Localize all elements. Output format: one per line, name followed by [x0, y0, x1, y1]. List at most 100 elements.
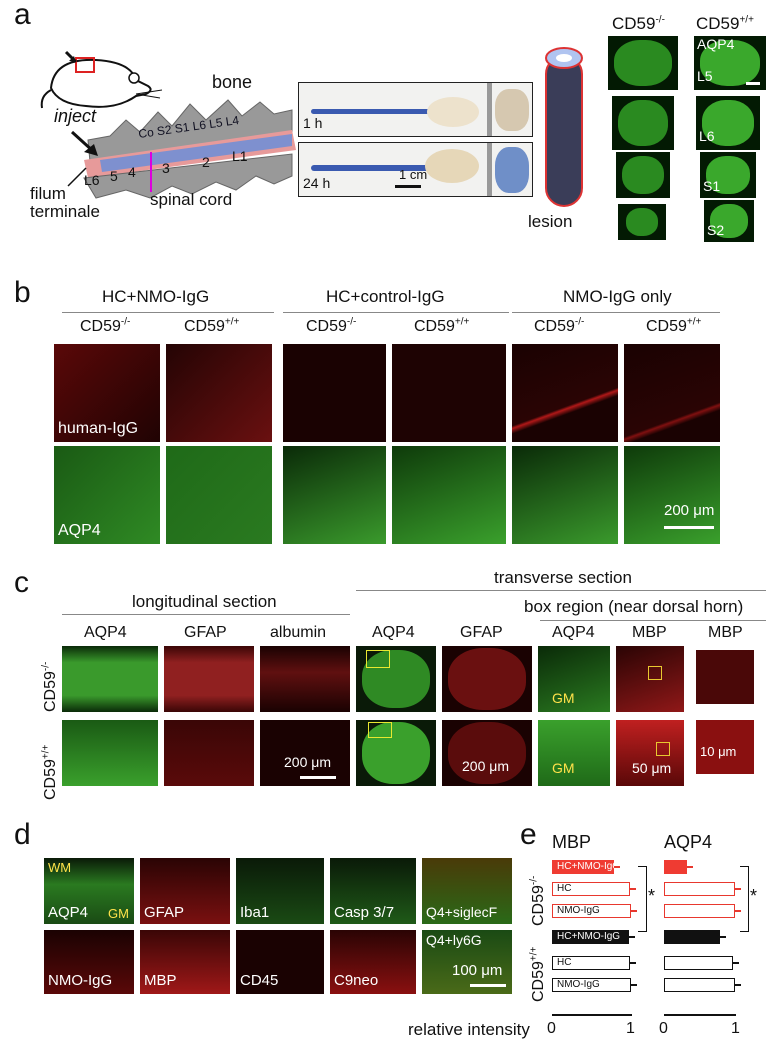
header-text: CD59 [696, 14, 740, 33]
scale-label: 200 μm [284, 754, 331, 770]
error-bar [631, 984, 638, 986]
stain-label: MBP [144, 972, 177, 989]
micrograph-d-c9neo: C9neo [330, 930, 416, 994]
x-axis-label: relative intensity [408, 1020, 530, 1039]
section-wt-s2: S2 [704, 200, 754, 242]
scale-label: 50 μm [632, 760, 672, 776]
micrograph-b-r2c1: AQP4 [54, 446, 160, 544]
longitudinal-title: longitudinal section [132, 592, 277, 611]
tick-label: 0 [659, 1020, 668, 1037]
level-label: L5 [697, 68, 713, 84]
stain-label: Casp 3/7 [334, 904, 395, 921]
vertebra-label: 2 [202, 154, 210, 170]
filum-label: filum [30, 184, 66, 203]
panel-e-label: e [520, 818, 537, 851]
micrograph-d-cd45: CD45 [236, 930, 324, 994]
col-header: GFAP [460, 624, 503, 641]
bar-aqp4-4 [664, 956, 734, 970]
time-1h: 1 h [303, 115, 323, 131]
panel-a-label: a [14, 0, 31, 31]
scale-label: 10 μm [700, 744, 737, 759]
stain-label: GFAP [144, 904, 185, 921]
error-bar [687, 866, 694, 868]
col-header: AQP4 [552, 624, 595, 641]
error-bar [628, 936, 635, 938]
section-wt-s1: S1 [700, 152, 756, 198]
col-header-text: CD59 [184, 318, 225, 335]
col-header-text: CD59 [646, 318, 687, 335]
bar-mbp-5: NMO-IgG [552, 978, 632, 992]
terminale-label: terminale [30, 202, 100, 221]
col-header: AQP4 [372, 624, 415, 641]
stain-label: Q4+siglecF [426, 904, 498, 920]
col-header: CD59+/+ [184, 316, 240, 336]
micrograph-b-r1c2 [166, 344, 272, 442]
bar-mbp-3: HC+NMO-IgG [552, 930, 629, 944]
bar-aqp4-2 [664, 904, 735, 918]
micrograph-c-r2-aqp4-box: GM [538, 720, 610, 786]
bar-aqp4-5 [664, 978, 735, 992]
bar-label: NMO-IgG [557, 979, 600, 990]
spinal-cord-pointer [150, 152, 152, 192]
inject-label: inject [54, 106, 97, 126]
section-wt-l6: L6 [696, 96, 760, 150]
micrograph-c-r2-mbp-box: 50 μm [616, 720, 684, 786]
col-header-text: CD59 [414, 318, 455, 335]
bar-mbp-2: NMO-IgG [552, 904, 632, 918]
vertebra-label: 5 [110, 168, 118, 184]
panel-b-label: b [14, 276, 31, 309]
micrograph-c-r2-aqp4-long [62, 720, 158, 786]
spinal-cord-label: spinal cord [150, 190, 233, 209]
vertebra-label: 3 [162, 160, 170, 176]
tick-label: 0 [547, 1020, 556, 1037]
micrograph-b-r2c6: 200 μm [624, 446, 720, 544]
micrograph-c-r1-mbp-zoom [696, 650, 754, 704]
micrograph-b-r1c6 [624, 344, 720, 442]
stain-label: AQP4 [48, 904, 89, 921]
scale-label: 100 μm [452, 962, 503, 979]
col-header: CD59+/+ [646, 317, 701, 336]
sig-star-mbp: * [648, 886, 656, 906]
micrograph-d-mbp: MBP [140, 930, 230, 994]
bar-mbp-1: HC [552, 882, 630, 896]
micrograph-d-aqp4: WM AQP4 GM [44, 858, 134, 924]
col-header: MBP [708, 624, 743, 641]
bar-label: HC [557, 957, 572, 968]
time-24h: 24 h [303, 175, 331, 191]
header-sup: +/+ [739, 14, 754, 26]
mouse-illustration [40, 50, 163, 109]
transverse-title: transverse section [494, 568, 632, 587]
col-header-sup: +/+ [224, 316, 240, 328]
scale-label: 200 μm [664, 502, 715, 519]
col-header-text: CD59 [306, 318, 347, 335]
row-label: AQP4 [58, 522, 101, 539]
micrograph-d-ly6g: Q4+ly6G 100 μm [422, 930, 512, 994]
level-label: L6 [699, 128, 715, 144]
micrograph-b-r1c3 [283, 344, 386, 442]
header-cd59-ko: CD59-/- [612, 14, 665, 34]
group-title: NMO-IgG only [563, 287, 672, 306]
micrograph-b-r2c2 [166, 446, 272, 544]
micrograph-c-r1-gfap-long [164, 646, 254, 712]
micrograph-c-r1-aqp4-long [62, 646, 158, 712]
level-label: S1 [703, 178, 721, 194]
col-header: GFAP [184, 624, 227, 641]
bar-label: HC+NMO-IgG [557, 931, 621, 942]
micrograph-b-r1c4 [392, 344, 506, 442]
section-ko-l6 [612, 96, 674, 150]
bar-aqp4-3 [664, 930, 721, 944]
photo-24h: 24 h 1 cm [298, 142, 533, 197]
micrograph-c-r2-albumin: 200 μm [260, 720, 350, 786]
aqp4-label: AQP4 [697, 36, 735, 52]
error-bar [630, 962, 637, 964]
error-bar [720, 936, 727, 938]
col-header: AQP4 [84, 624, 127, 641]
error-bar [733, 962, 740, 964]
micrograph-c-r1-albumin [260, 646, 350, 712]
vertebra-label: 4 [128, 164, 136, 180]
micrograph-d-iba1: Iba1 [236, 858, 324, 924]
micrograph-b-r1c1: human-IgG [54, 344, 160, 442]
stain-label: Iba1 [240, 904, 270, 921]
axis-aqp4 [664, 1014, 736, 1016]
micrograph-b-r2c5 [512, 446, 618, 544]
